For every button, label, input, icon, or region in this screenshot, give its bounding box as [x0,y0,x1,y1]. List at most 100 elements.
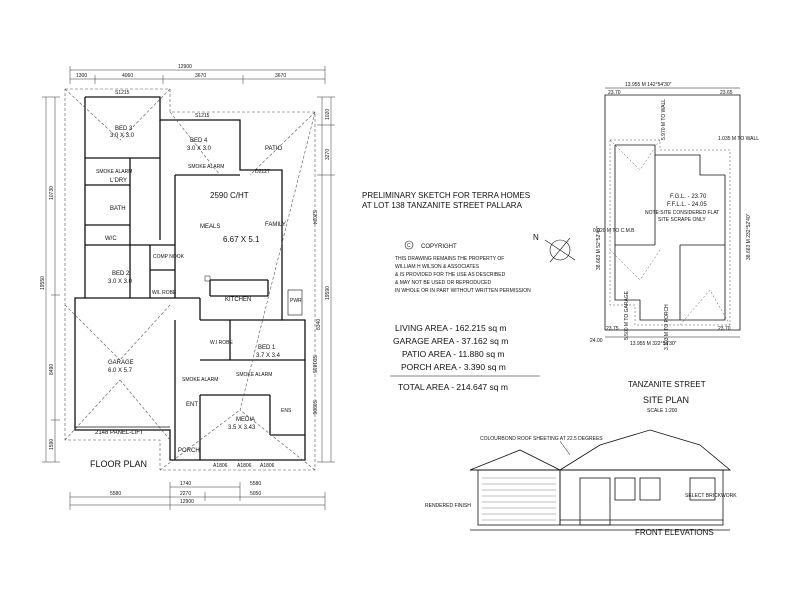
copyright-line-1: THIS DRAWING REMAINS THE PROPERTY OF [395,256,504,262]
site-plan-title: SITE PLAN [643,395,689,405]
dim-left-2: 19550 [40,276,46,290]
room-ens: ENS [281,408,292,414]
dim-top-total: 12900 [178,64,192,70]
sketch-title-1: PRELIMINARY SKETCH FOR TERRA HOMES [362,191,530,200]
dim-top-4: 3670 [275,73,286,79]
sink-icon [204,275,211,282]
sketch-title-2: AT LOT 138 TANZANITE STREET PALLARA [362,201,523,210]
room-wc: W/C [105,236,117,242]
room-media-size: 3.5 X 3.43 [228,425,256,431]
dim-right-1: 1020 [325,109,331,120]
copyright-line-5: IN WHOLE OR IN PART WITHOUT WRITTEN PERM… [395,288,531,294]
room-comp-nook: COMP NOOK [153,254,185,260]
dim-bottom-total: 12900 [180,499,194,505]
copyright-c: C [407,243,411,249]
roof-note-leader [559,440,571,456]
site-house-footprint [614,144,726,321]
window-s1215-b: S1215 [195,113,210,119]
dim-right-3: 8340 [316,319,322,330]
room-wi-robe: W.I ROBE [210,340,233,346]
floor-plan-walls [74,96,306,461]
dim-left-3: 8490 [49,364,55,375]
room-bed4-size: 3.0 X 3.0 [187,146,212,152]
window-s1215-a: S1215 [115,90,130,96]
smoke-alarm-4: SMOKE ALARM [236,372,272,378]
dim-bottom-4: 2270 [180,491,191,497]
north-arrow-icon [544,237,576,263]
copyright-line-3: & IS PROVIDED FOR THE USE AS DESCRIBED [395,272,506,278]
site-right-length: 38.663 M 232°52'40" [746,213,752,260]
dim-left-4: 1590 [49,439,55,450]
site-bottom-bearing: 13.955 M 322°54'30" [630,341,677,347]
roof-note: COLOURBOND ROOF SHEETING AT 22.5 DEGREES [480,436,603,442]
dim-bottom-5: 5050 [250,491,261,497]
render-note: RENDERED FINISH [425,503,471,509]
garage-door-label: 2148 PANEL-LIFT [95,430,144,436]
window-s2024: S2024 [311,210,317,225]
pantry-box [287,289,303,316]
site-to-wall-1: 5.970 M TO WALL [661,99,667,140]
site-fgl: F.G.L. - 23.70 [670,194,707,200]
site-to-cmb: 0.020 M TO C.M.B [593,228,635,234]
porch-area: PORCH AREA - 3.390 sq m [401,362,506,372]
dim-top-1: 1300 [76,73,87,79]
site-street: TANZANITE STREET [628,380,706,389]
living-area: LIVING AREA - 162.215 sq m [395,323,507,333]
room-bed4: BED 4 [190,138,208,144]
site-top-bearing: 13.955 M 142°54'30" [625,82,672,88]
room-pwr: PWR [290,298,302,304]
floor-plan-title: FLOOR PLAN [90,459,147,469]
site-level-e: 23.70 [718,326,731,332]
site-roof-lines [609,139,731,326]
room-bed1-size: 3.7 X 3.4 [256,353,281,359]
front-elevation [469,429,732,526]
room-laundry: L'DRY [110,178,127,184]
elevation-title: FRONT ELEVATIONS [635,528,714,537]
site-level-b: 23.65 [720,90,733,96]
smoke-alarm-3: SMOKE ALARM [182,377,218,383]
room-porch: PORCH [178,448,200,454]
site-level-d: 23.75 [606,326,619,332]
window-sd1815: SD1815 [311,355,317,373]
patio-area: PATIO AREA - 11.880 sq m [402,349,505,359]
site-to-porch: 3.103 M TO PORCH [664,304,670,350]
window-d2127: D2127 [255,169,270,175]
room-media: MEDIA [236,417,255,423]
dim-left-1: 10730 [49,186,55,200]
site-plan-boundary [604,87,741,338]
right-dimensions [317,96,335,463]
site-plan-scale: SCALE 1:200 [647,408,678,414]
smoke-alarm-1: SMOKE ALARM [96,169,132,175]
room-garage-size: 6.0 X 5.7 [108,368,133,374]
window-s0906: S0906 [311,400,317,415]
total-area: TOTAL AREA - 214.647 sq m [398,382,508,392]
site-ffl: F.F.L.L. - 24.05 [667,202,707,208]
room-meals: MEALS [200,224,220,230]
room-bed3: BED 3 [115,126,133,132]
room-patio: PATIO [265,146,282,152]
brick-note: SELECT BRICKWORK [685,493,737,499]
copyright-line-2: WILLIAM H WILSON & ASSOCIATES [395,264,480,270]
site-level-a: 23.70 [608,90,621,96]
window-a1806-b: A1806 [237,463,252,469]
smoke-alarm-2: SMOKE ALARM [188,164,224,170]
room-bed2-size: 3.0 X 3.0 [108,279,133,285]
room-wl-robe: W/L ROBE [152,290,177,296]
ceiling-height: 2590 C/HT [210,191,249,200]
site-note-1: NOTE:SITE CONSIDERED FLAT [645,210,719,216]
room-family: FAMILY [265,222,286,228]
site-level-c: 24.00 [590,338,603,344]
left-dimensions [42,96,60,463]
site-to-garage: 5.500 M TO GARAGE [624,290,630,340]
site-note-2: SITE SCRAPE ONLY [658,217,706,223]
room-garage: GARAGE [108,360,134,366]
room-entry: ENT [186,402,198,408]
dim-bottom-2: 5580 [250,481,261,487]
window-a1806-a: A1806 [213,463,228,469]
window-a1806-c: A1806 [260,463,275,469]
dim-right-4: 19590 [325,286,331,300]
dim-top-2: 4060 [122,73,133,79]
garage-door-lines [482,477,556,521]
room-family-size: 6.67 X 5.1 [223,235,260,244]
